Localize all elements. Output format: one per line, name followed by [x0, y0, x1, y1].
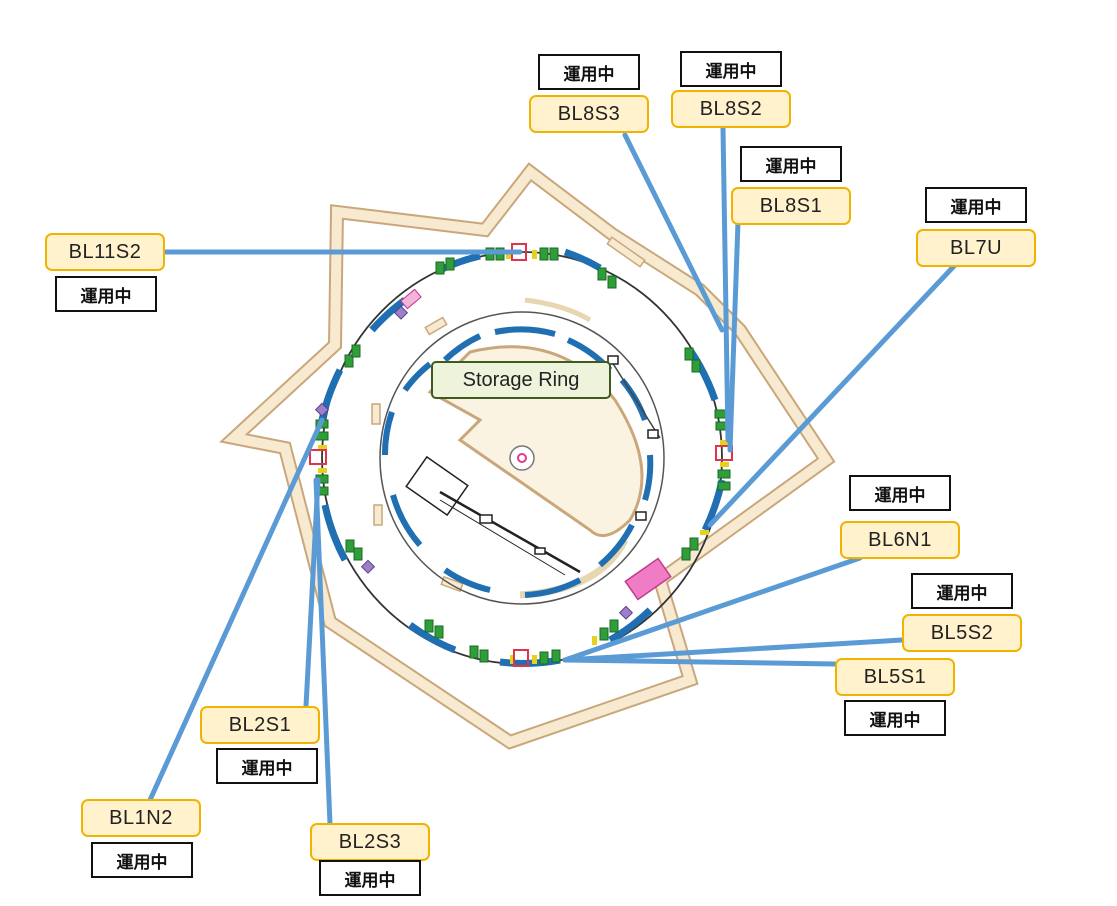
beamline-label-bl8s3: BL8S3: [529, 95, 649, 133]
status-badge-bl8s1: 運用中: [740, 146, 842, 182]
beamline-label-bl7u: BL7U: [916, 229, 1036, 267]
status-badge-bl8s3: 運用中: [538, 54, 640, 90]
beamline-ray-bl1n2: [147, 417, 325, 803]
beamline-label-bl11s2: BL11S2: [45, 233, 165, 271]
beamline-label-bl5s2: BL5S2: [902, 614, 1022, 652]
status-badge-bl1n2: 運用中: [91, 842, 193, 878]
beamline-ray-bl7u: [707, 262, 958, 528]
beamline-ray-bl6n1: [562, 555, 863, 663]
storage-ring-label: Storage Ring: [431, 361, 611, 399]
beamline-label-bl5s1: BL5S1: [835, 658, 955, 696]
beamline-ray-bl8s2: [720, 125, 731, 443]
status-badge-bl6n1: 運用中: [849, 475, 951, 511]
beamline-label-bl8s1: BL8S1: [731, 187, 851, 225]
beamline-ray-bl8s3: [622, 132, 725, 333]
status-badge-bl5s2: 運用中: [911, 573, 1013, 609]
status-badge-bl5s1: 運用中: [844, 700, 946, 736]
beamline-ray-bl5s1: [562, 657, 838, 667]
status-badge-bl2s1: 運用中: [216, 748, 318, 784]
beamline-ray-bl5s2: [562, 637, 905, 663]
beamline-label-bl8s2: BL8S2: [671, 90, 791, 128]
beamline-label-bl2s3: BL2S3: [310, 823, 430, 861]
beamline-ray-bl2s3: [313, 477, 333, 827]
beamline-label-bl2s1: BL2S1: [200, 706, 320, 744]
beamline-label-bl6n1: BL6N1: [840, 521, 960, 559]
status-badge-bl7u: 運用中: [925, 187, 1027, 223]
status-badge-bl2s3: 運用中: [319, 860, 421, 896]
storage-ring: [309, 243, 733, 667]
linac: [405, 355, 661, 576]
beamline-ray-bl8s1: [727, 219, 741, 453]
status-badge-bl8s2: 運用中: [680, 51, 782, 87]
beamline-label-bl1n2: BL1N2: [81, 799, 201, 837]
status-badge-bl11s2: 運用中: [55, 276, 157, 312]
